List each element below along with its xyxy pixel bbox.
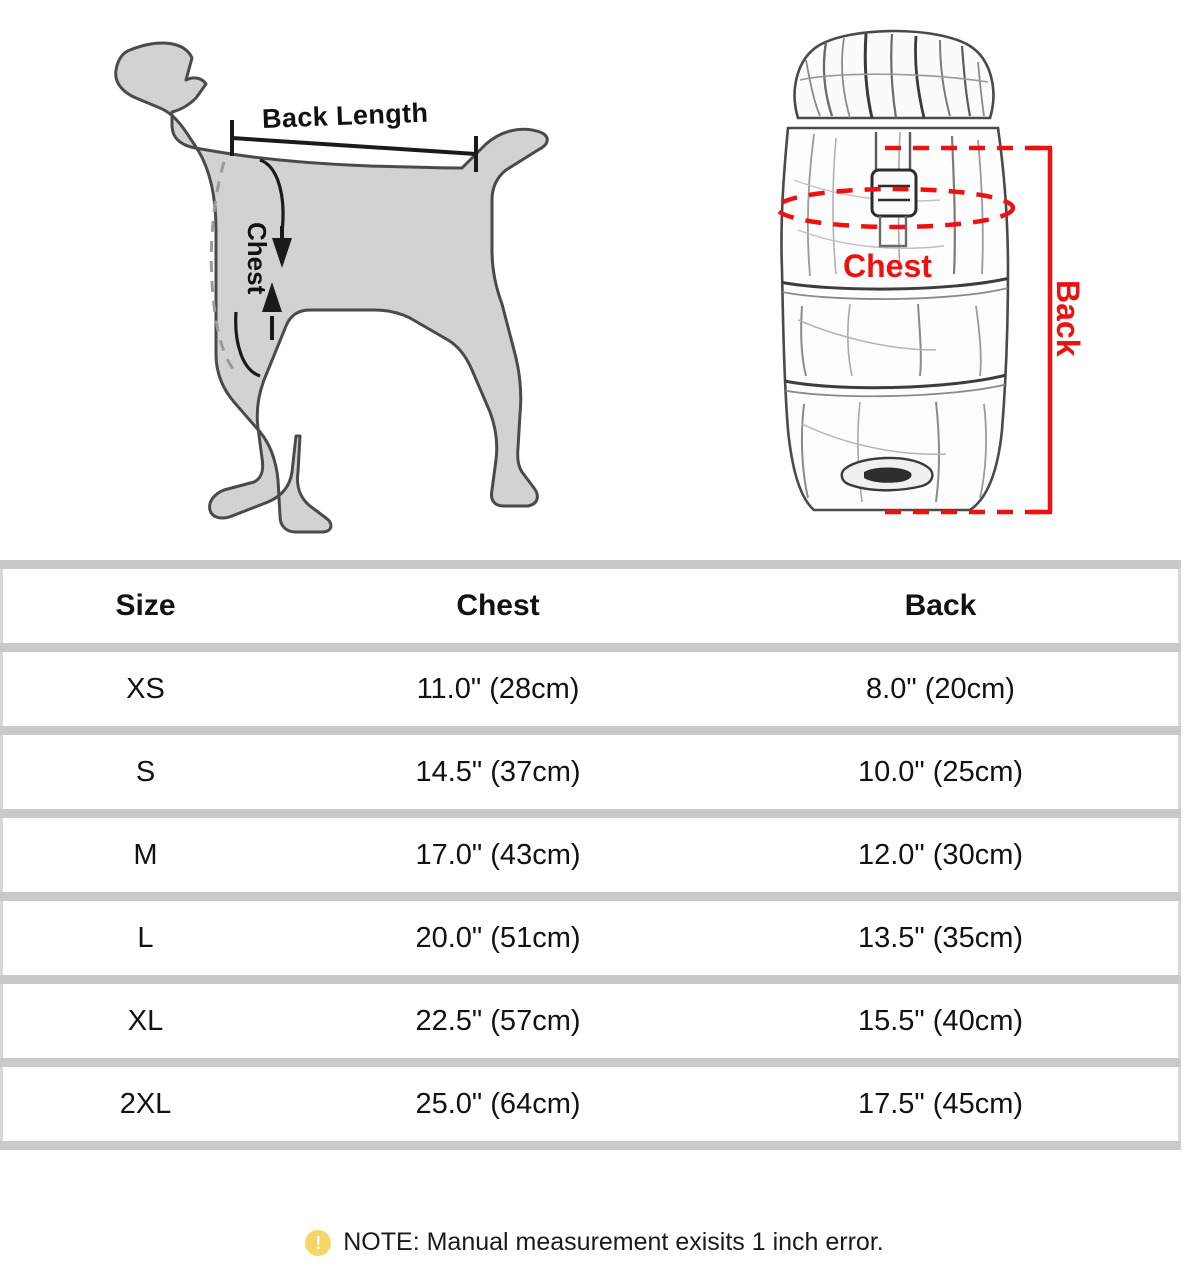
jacket-chest-label: Chest	[843, 248, 932, 284]
dog-chest-label: Chest	[242, 222, 272, 295]
table-row: 2XL 25.0" (64cm) 17.5" (45cm)	[0, 1067, 1181, 1141]
cell-chest: 11.0" (28cm)	[416, 672, 580, 705]
cell-chest: 25.0" (64cm)	[415, 1087, 581, 1120]
cell-size: XL	[127, 1004, 164, 1037]
dog-diagram	[10, 20, 610, 550]
jacket-sketch	[774, 29, 1053, 515]
exclamation-icon: !	[305, 1229, 332, 1256]
collar-sketch-lines	[799, 33, 989, 118]
table-top-band	[0, 560, 1181, 569]
table-header-row: Size Chest Back	[0, 569, 1181, 643]
footer-note: ! NOTE: Manual measurement exisits 1 inc…	[0, 1228, 1189, 1257]
table-row: M 17.0" (43cm) 12.0" (30cm)	[0, 818, 1181, 892]
header-cell-chest: Chest	[456, 589, 540, 622]
table-row: L 20.0" (51cm) 13.5" (35cm)	[0, 901, 1181, 975]
cell-chest: 17.0" (43cm)	[415, 838, 581, 871]
table-row: XL 22.5" (57cm) 15.5" (40cm)	[0, 984, 1181, 1058]
cell-chest: 20.0" (51cm)	[415, 921, 581, 954]
cell-back: 10.0" (25cm)	[857, 755, 1024, 788]
back-length-dimension-line	[231, 136, 477, 156]
jacket-logo-patch	[840, 456, 934, 492]
cell-chest: 22.5" (57cm)	[415, 1004, 581, 1037]
footer-note-text: NOTE: Manual measurement exisits 1 inch …	[343, 1228, 884, 1256]
jacket-sketch-lines	[781, 131, 1008, 503]
row-divider-band	[0, 809, 1181, 818]
cell-back: 8.0" (20cm)	[866, 672, 1015, 705]
back-length-label: Back Length	[261, 97, 429, 134]
chest-girth-dashed-line	[209, 161, 236, 371]
row-divider-band	[0, 975, 1181, 984]
harness-buckle	[870, 132, 918, 248]
row-divider-band	[0, 726, 1181, 735]
size-table: Size Chest Back XS 11.0" (28cm) 8.0" (20…	[0, 560, 1189, 1150]
jacket-back-label: Back	[1050, 280, 1086, 357]
cell-size: M	[133, 838, 158, 871]
chest-wrap-bottom-curve	[234, 311, 261, 378]
dog-silhouette	[114, 41, 549, 534]
row-divider-band	[0, 643, 1181, 652]
jacket-diagram	[740, 20, 1140, 550]
cell-back: 13.5" (35cm)	[857, 921, 1024, 954]
table-row: S 14.5" (37cm) 10.0" (25cm)	[0, 735, 1181, 809]
chest-arrow-up-head	[262, 282, 282, 312]
cell-back: 17.5" (45cm)	[857, 1087, 1024, 1120]
chest-measure-ellipse	[774, 186, 1016, 230]
table-row: XS 11.0" (28cm) 8.0" (20cm)	[0, 652, 1181, 726]
chest-wrap-top-curve	[259, 158, 285, 233]
cell-back: 15.5" (40cm)	[857, 1004, 1024, 1037]
row-divider-band	[0, 1058, 1181, 1067]
header-cell-back: Back	[904, 589, 977, 622]
cell-back: 12.0" (30cm)	[857, 838, 1024, 871]
chest-arrow-down-head	[272, 238, 292, 268]
table-bottom-band	[0, 1141, 1181, 1150]
cell-chest: 14.5" (37cm)	[415, 755, 581, 788]
header-cell-size: Size	[115, 589, 176, 622]
cell-size: L	[137, 921, 154, 954]
cell-size: XS	[126, 672, 165, 705]
illustration-band: Back Length Chest	[0, 0, 1189, 560]
cell-size: S	[135, 755, 156, 788]
cell-size: 2XL	[119, 1087, 172, 1120]
row-divider-band	[0, 892, 1181, 901]
